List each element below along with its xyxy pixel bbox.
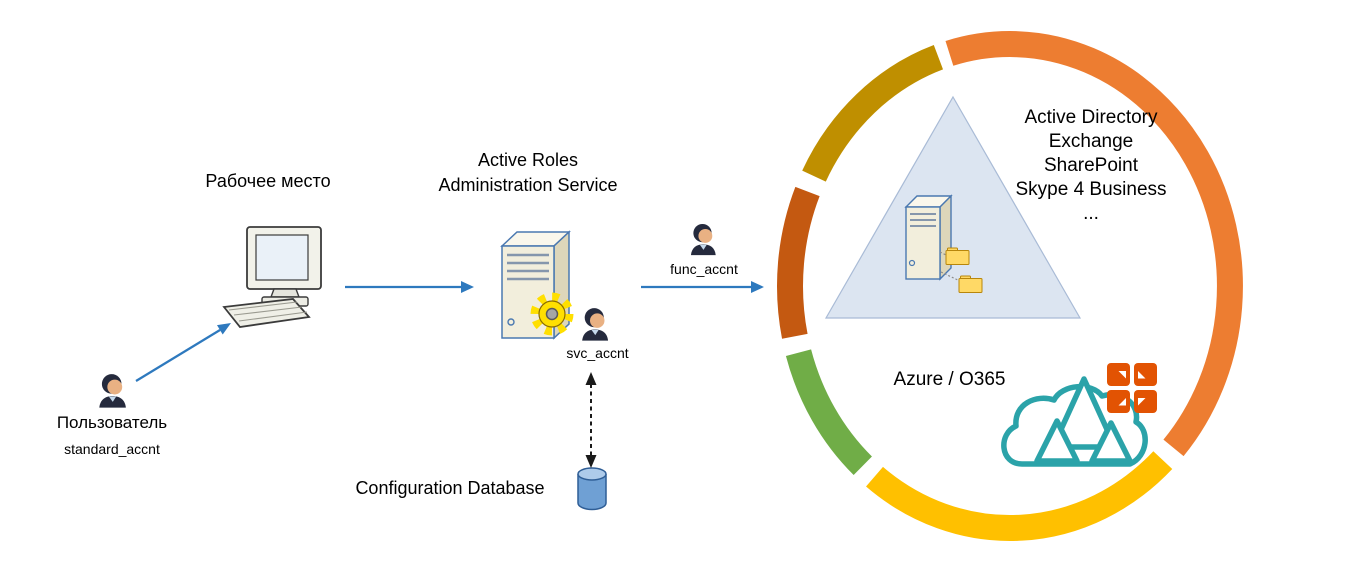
managed-system-item: Active Directory <box>1024 107 1158 128</box>
service-label-line2: Administration Service <box>438 175 618 195</box>
office-logo-icon <box>1107 363 1157 413</box>
managed-system-item: ... <box>1083 203 1099 224</box>
arrowhead-down <box>585 455 597 468</box>
cloud-triangle-small-right <box>1089 420 1133 464</box>
func-account-person-icon <box>690 223 716 256</box>
arrowhead <box>751 281 764 293</box>
workstation-label: Рабочее место <box>205 171 331 191</box>
config-db-label: Configuration Database <box>355 478 545 498</box>
azure-label: Azure / O365 <box>893 369 1006 390</box>
ring-segment-green <box>785 349 873 476</box>
managed-system-item: SharePoint <box>1043 155 1138 176</box>
config-db-link <box>585 372 597 468</box>
managed-system-item: Exchange <box>1048 131 1134 152</box>
gear-icon <box>530 292 574 336</box>
service-label-line1: Active Roles <box>477 150 579 170</box>
func-account-label: func_accnt <box>670 261 738 277</box>
svc-account-person-icon <box>582 308 609 341</box>
user-account-label: standard_accnt <box>64 441 160 457</box>
arrowhead-up <box>585 372 597 385</box>
standard-user-person-icon <box>99 374 126 408</box>
ring-segment-gold <box>866 451 1173 541</box>
flow-arrows <box>135 281 764 382</box>
folder-icon <box>958 275 983 293</box>
managed-system-item: Skype 4 Business <box>1015 179 1167 200</box>
folder-icon <box>945 247 970 265</box>
managed-systems-list: Active Directory Exchange SharePoint Sky… <box>988 106 1194 226</box>
domain-triangle <box>824 95 1082 319</box>
managed-server-icon <box>904 194 983 293</box>
ring-segment-orange <box>945 31 1243 457</box>
ring-segment-brown <box>777 186 820 339</box>
arrowhead <box>217 323 231 335</box>
arrowhead <box>461 281 474 293</box>
database-cylinder-icon <box>577 467 607 511</box>
desktop-computer-icon <box>222 226 322 328</box>
service-label: Active Roles Administration Service <box>398 148 658 198</box>
systems-ring <box>777 31 1243 541</box>
ring-segment-olive <box>802 45 944 182</box>
cloud-triangle-small-left <box>1034 418 1080 464</box>
arrow-user-to-workstation <box>135 329 221 382</box>
cloud-triangle-large <box>1050 376 1118 450</box>
svc-account-label: svc_accnt <box>566 345 629 361</box>
user-label: Пользователь <box>56 413 168 432</box>
